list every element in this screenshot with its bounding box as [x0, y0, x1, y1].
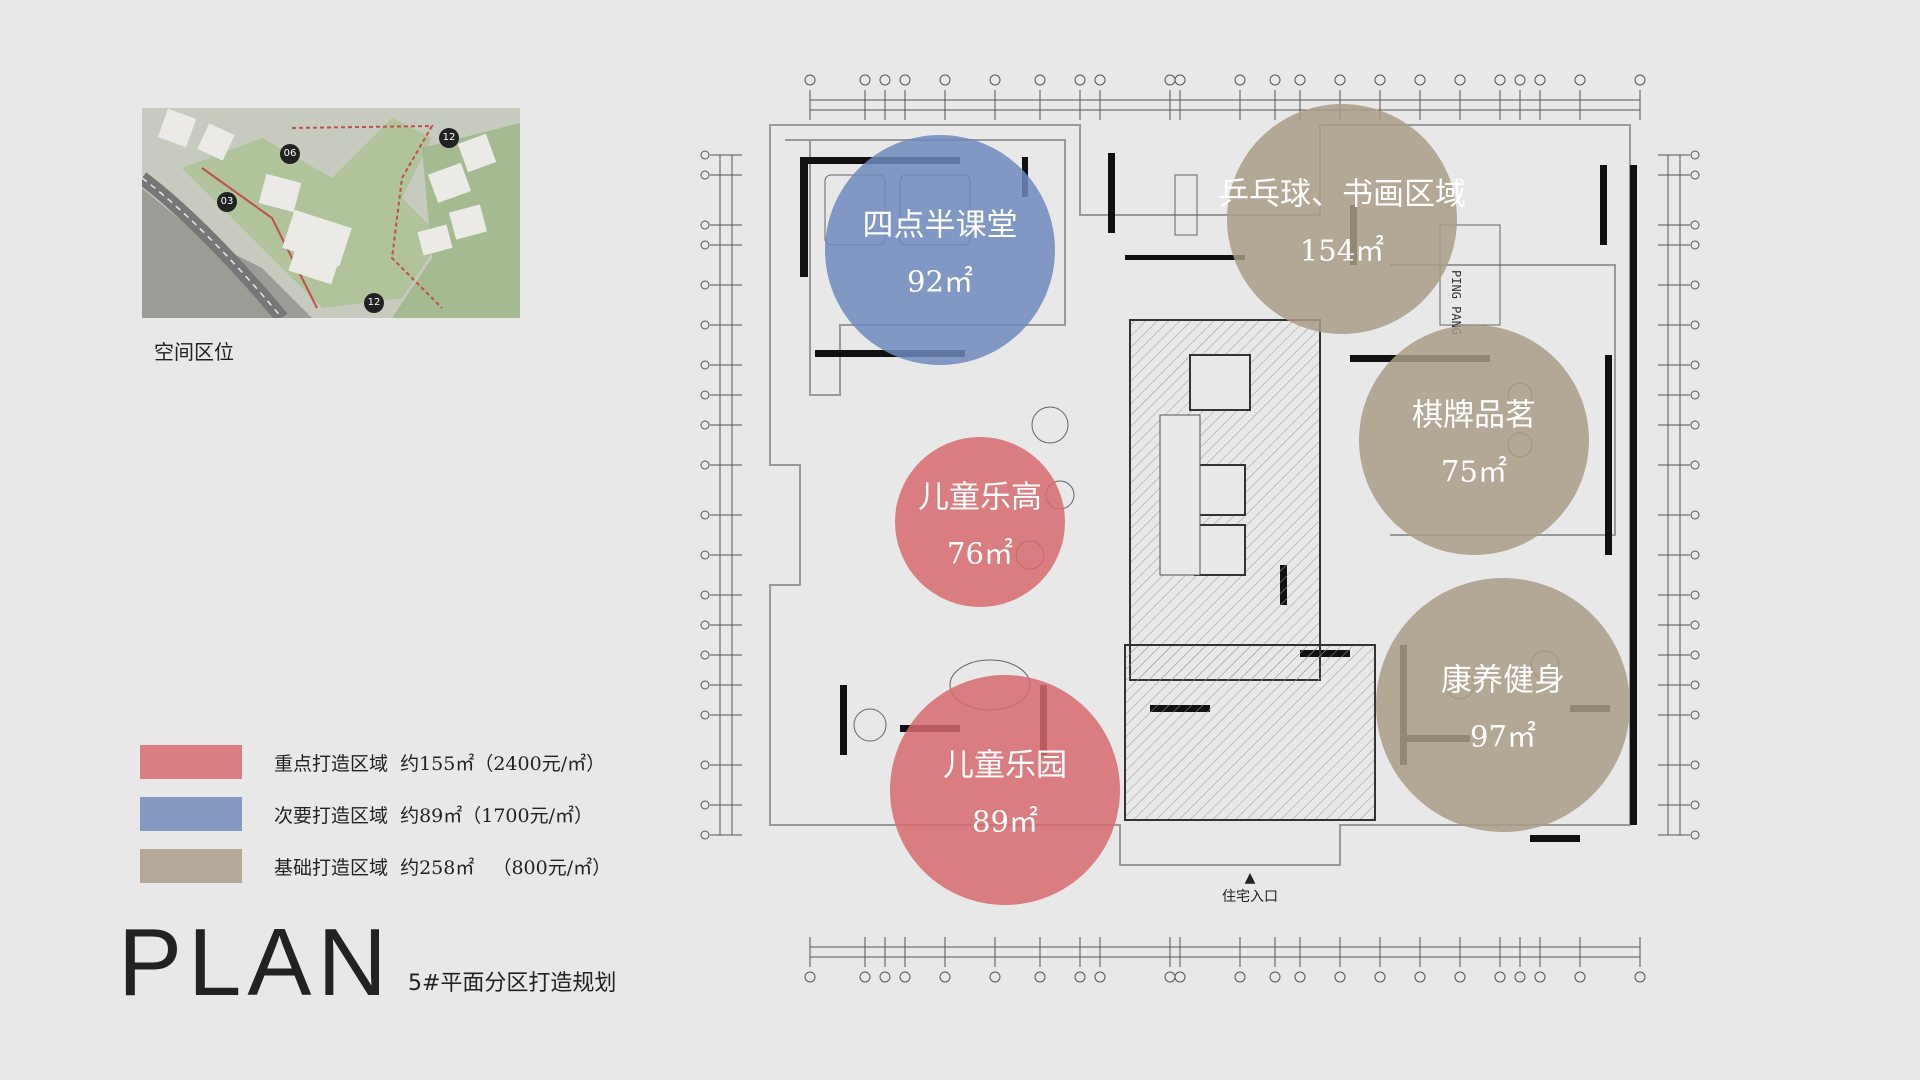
- page-subtitle: 5#平面分区打造规划: [408, 971, 617, 996]
- site-keymap: 06 12 03 12: [142, 108, 520, 318]
- floor-plan: PING PANG: [700, 74, 1700, 983]
- zone-circle: [825, 135, 1055, 365]
- legend-item-secondary: 次要打造区域 约89㎡（1700元/㎡）: [140, 797, 593, 831]
- legend-item-basic: 基础打造区域 约258㎡ （800元/㎡）: [140, 849, 611, 883]
- zone-area: 89㎡: [972, 804, 1038, 839]
- zone-label-study: 四点半课堂 92㎡: [863, 200, 1018, 301]
- zone-area: 92㎡: [907, 264, 973, 299]
- zone-name: 儿童乐园: [943, 747, 1067, 784]
- legend-label: 基础打造区域 约258㎡ （800元/㎡）: [274, 856, 612, 879]
- zone-area: 75㎡: [1441, 454, 1507, 489]
- zone-circle: [895, 437, 1065, 607]
- legend-label: 次要打造区域 约89㎡（1700元/㎡）: [274, 804, 594, 827]
- legend-swatch: [140, 797, 242, 831]
- zone-circle: [890, 675, 1120, 905]
- zone-area: 76㎡: [947, 536, 1013, 571]
- zone-circle: [1227, 104, 1457, 334]
- zone-name: 乒乓球、书画区域: [1218, 176, 1466, 213]
- zone-name: 康养健身: [1441, 662, 1565, 699]
- zone-label-fitness: 康养健身 97㎡: [1441, 655, 1565, 756]
- entrance-arrow-icon: ▲: [1244, 870, 1256, 886]
- keymap-marker: 12: [439, 128, 459, 148]
- ping-pang-table-label: PING PANG: [1449, 270, 1463, 335]
- zone-circle: [1376, 578, 1630, 832]
- entrance-text: 住宅入口: [1222, 889, 1278, 905]
- zone-label-kids-lego: 儿童乐高 76㎡: [918, 472, 1042, 573]
- zone-area: 97㎡: [1470, 719, 1536, 754]
- legend-label: 重点打造区域 约155㎡（2400元/㎡）: [274, 752, 606, 775]
- keymap-marker: 03: [217, 192, 237, 212]
- legend-swatch: [140, 849, 242, 883]
- zone-label-pingpong: 乒乓球、书画区域 154㎡: [1218, 169, 1466, 270]
- page-title: PLAN: [118, 909, 393, 1016]
- keymap-image: [142, 108, 520, 318]
- zone-name: 四点半课堂: [862, 207, 1018, 244]
- zone-name: 儿童乐高: [918, 479, 1042, 516]
- keymap-caption: 空间区位: [154, 340, 234, 364]
- keymap-marker: 06: [280, 144, 300, 164]
- zone-circle: [1359, 325, 1589, 555]
- legend-swatch: [140, 745, 242, 779]
- zone-label-chess-tea: 棋牌品茗 75㎡: [1412, 390, 1536, 491]
- zone-area: 154㎡: [1299, 233, 1385, 268]
- legend-item-primary: 重点打造区域 约155㎡（2400元/㎡）: [140, 745, 605, 779]
- zone-name: 棋牌品茗: [1412, 397, 1536, 434]
- entrance-label: ▲ 住宅入口: [1222, 870, 1278, 906]
- zone-label-kids-park: 儿童乐园 89㎡: [943, 740, 1067, 841]
- keymap-marker: 12: [364, 293, 384, 313]
